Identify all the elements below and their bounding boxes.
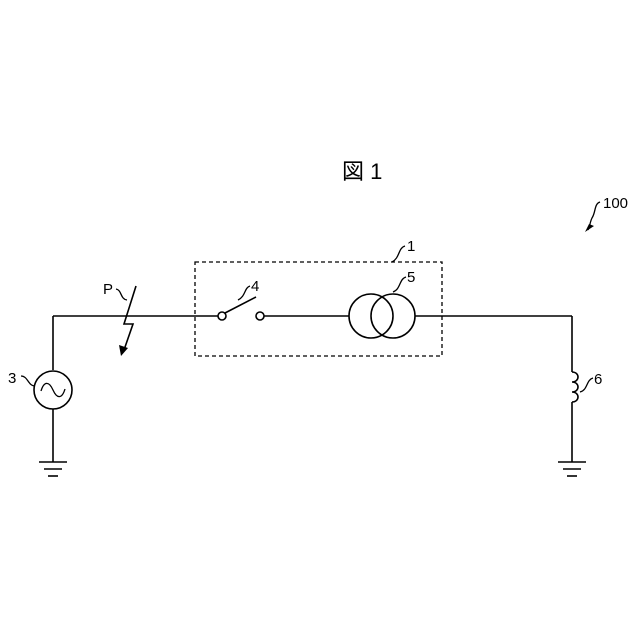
breaker-label: 4: [251, 278, 259, 295]
fault-label: P: [103, 281, 113, 298]
unit-label: 1: [407, 238, 415, 255]
breaker-left-contact: [218, 312, 226, 320]
breaker-switch-blade: [225, 297, 256, 313]
sine-wave-icon: [41, 383, 65, 396]
source-label: 3: [8, 370, 16, 387]
inductor-load-icon: [572, 372, 578, 402]
system-label: 100: [603, 195, 628, 212]
fault-lightning-icon: [124, 286, 136, 350]
breaker-right-contact: [256, 312, 264, 320]
ground-left-icon: [39, 462, 67, 476]
unit-leader-line: [392, 246, 405, 262]
load-leader-line: [580, 378, 593, 392]
fault-leader-line: [116, 289, 127, 300]
transformer-label: 5: [407, 269, 415, 286]
breaker-leader-line: [238, 286, 250, 300]
ground-right-icon: [558, 462, 586, 476]
load-label: 6: [594, 371, 602, 388]
source-leader-line: [21, 376, 35, 386]
fault-arrow-head: [119, 345, 128, 356]
transformer-leader-line: [393, 277, 406, 292]
figure-title: 図 1: [342, 159, 382, 184]
system-arrow-head: [585, 224, 594, 232]
